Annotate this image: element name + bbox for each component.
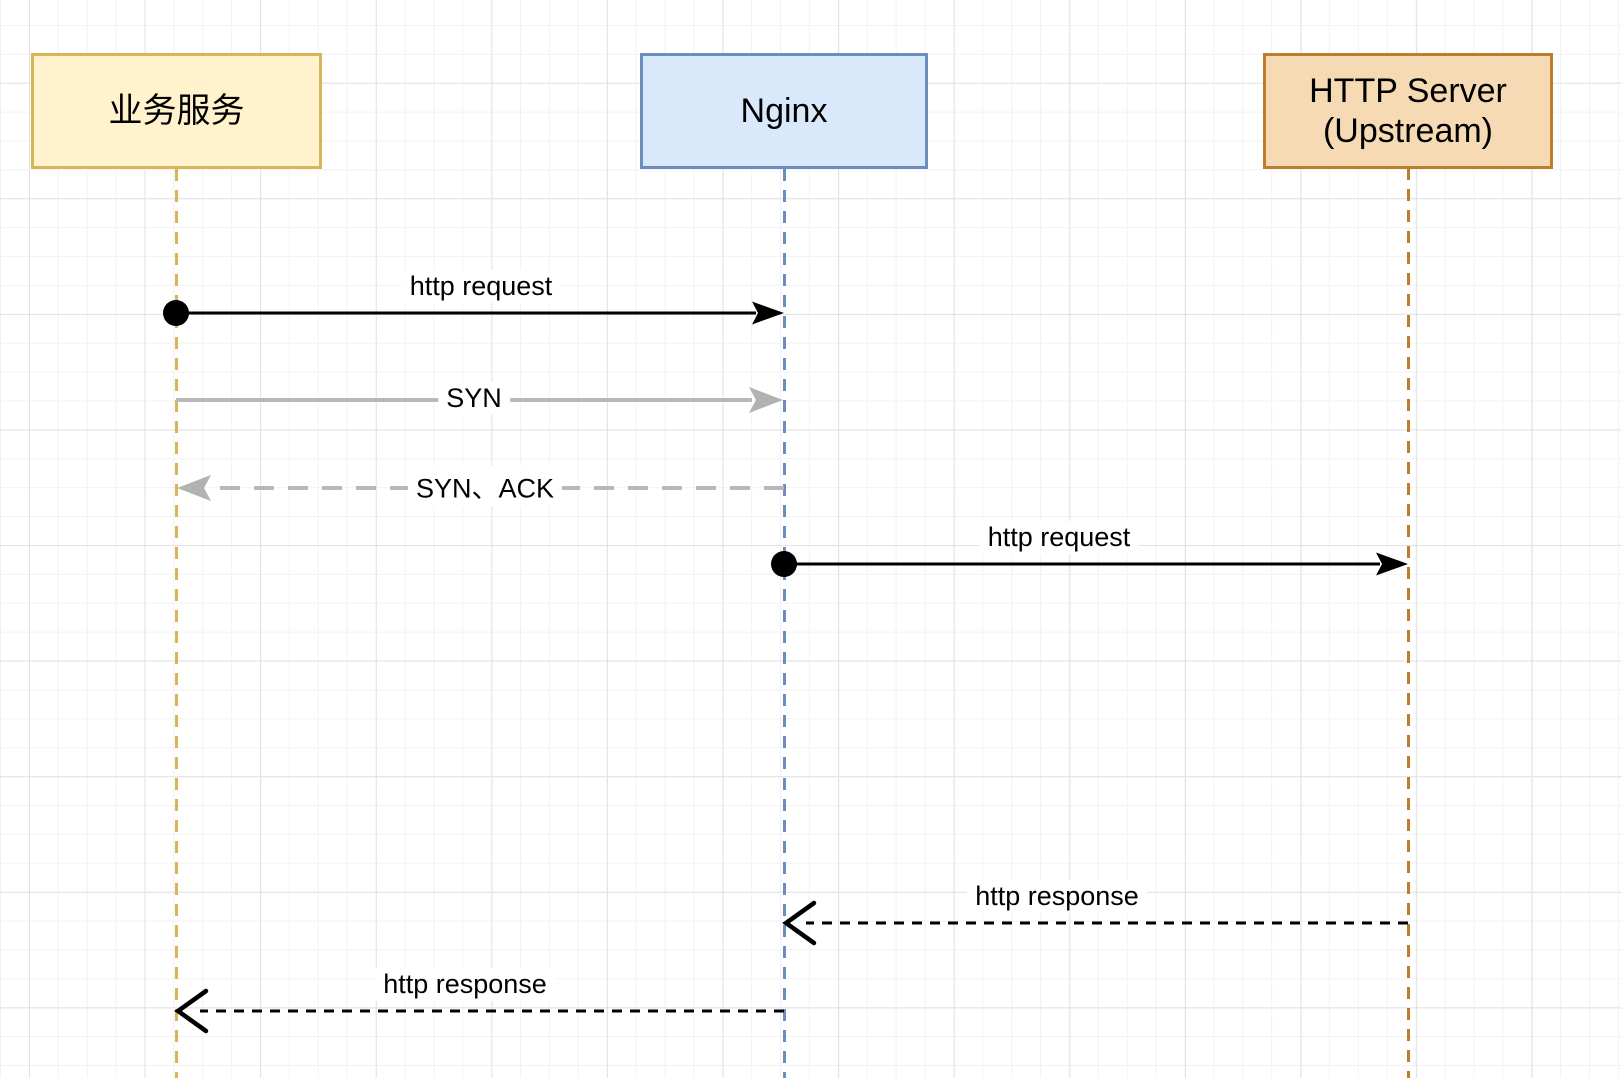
actor-label-line-1: HTTP Server	[1309, 71, 1507, 110]
arrowhead-icon	[749, 387, 783, 413]
actor-nginx: Nginx	[640, 53, 928, 169]
message-http-response-1	[782, 900, 1408, 946]
actor-label-line-2: (Upstream)	[1322, 112, 1494, 150]
message-label-syn: SYN	[438, 381, 510, 415]
arrowhead-icon	[752, 301, 784, 325]
actor-label: HTTP Server (Upstream)	[1309, 71, 1507, 151]
arrowhead-icon	[1376, 552, 1408, 576]
message-label-syn-ack: SYN、ACK	[407, 465, 563, 507]
arrowhead-icon	[177, 475, 211, 501]
message-http-request-2	[771, 551, 1408, 577]
actor-http-server-upstream: HTTP Server (Upstream)	[1263, 53, 1553, 169]
actor-label: 业务服务	[108, 91, 245, 130]
message-label-http-response-1: http response	[967, 880, 1147, 913]
arrowhead-icon	[782, 900, 817, 946]
message-http-request-1	[163, 300, 784, 326]
message-label-http-request-2: http request	[979, 521, 1139, 554]
message-http-response-2	[174, 988, 784, 1034]
arrowhead-icon	[174, 988, 209, 1034]
message-label-http-request-1: http request	[401, 270, 561, 303]
message-label-http-response-2: http response	[375, 968, 555, 1001]
actor-business-service: 业务服务	[31, 53, 322, 169]
actor-label: Nginx	[740, 91, 828, 130]
